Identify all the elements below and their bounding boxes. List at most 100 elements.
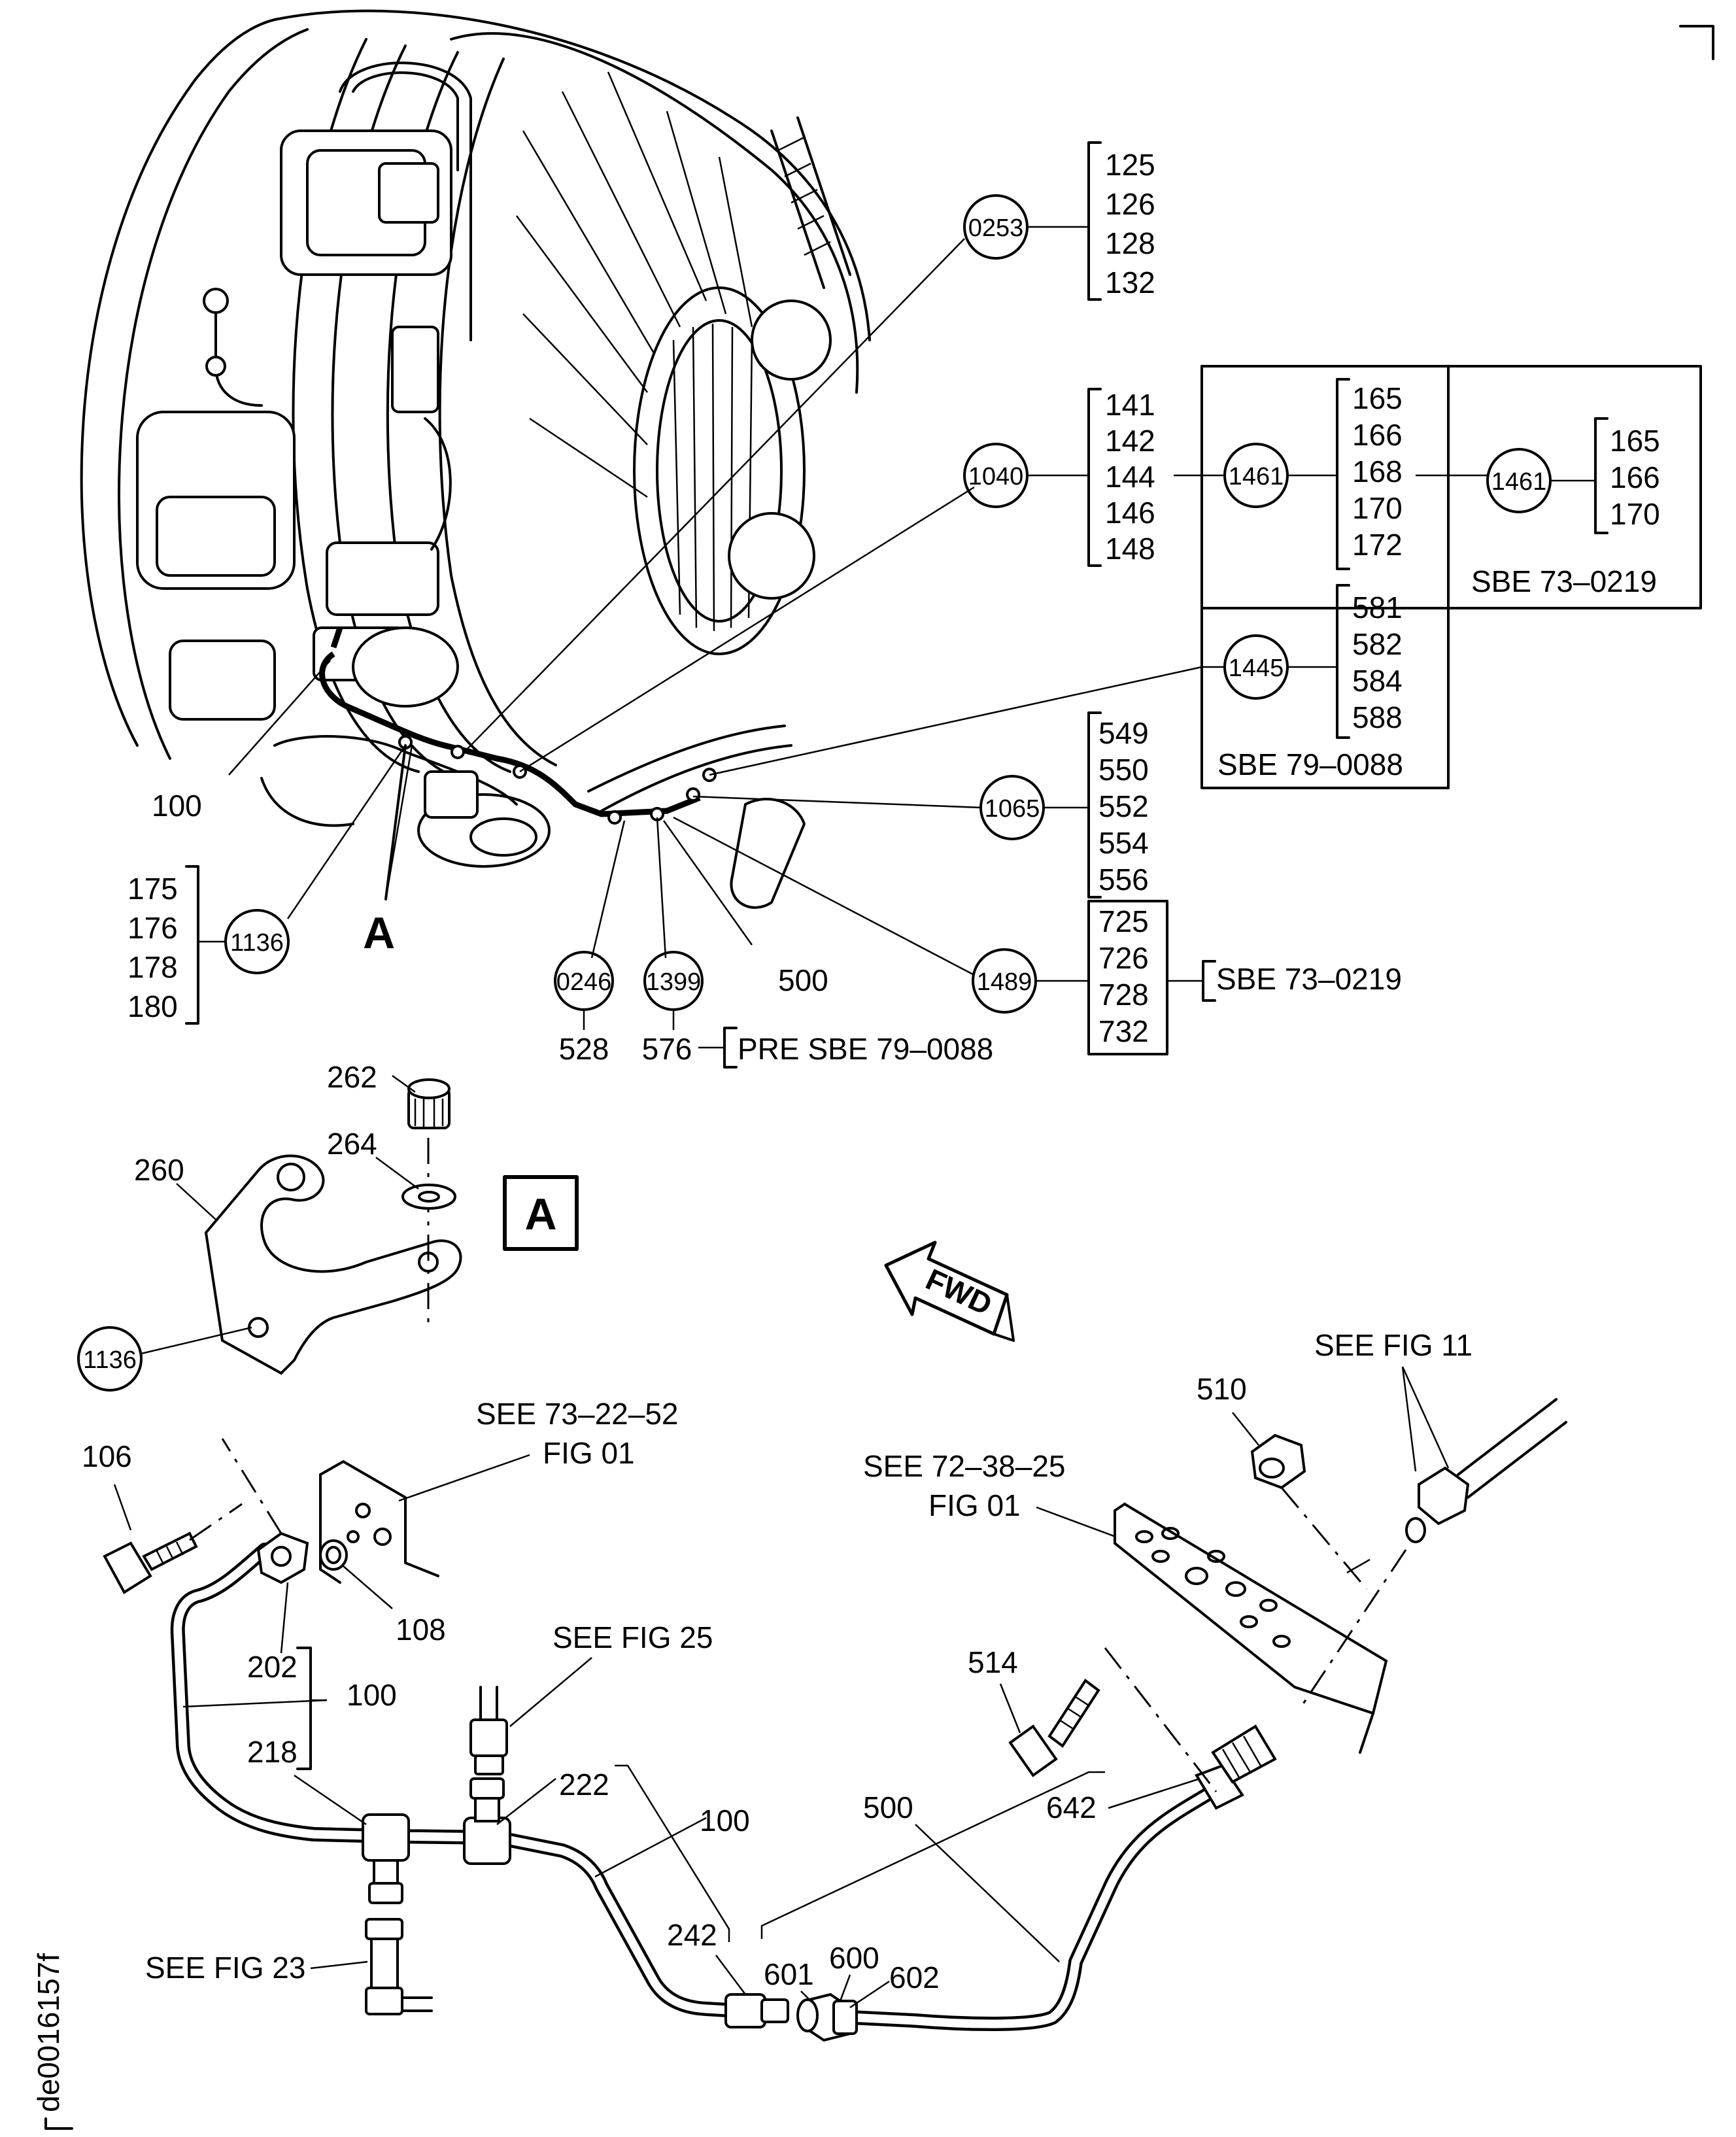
item-number: 148 [1105,532,1155,566]
part-label: 510 [1197,1372,1247,1406]
item-number: 146 [1105,496,1155,530]
item-number: 125 [1105,148,1155,182]
part-label: 100 [152,789,202,823]
callout-text: 1136 [230,929,284,957]
item-number: 588 [1352,700,1403,734]
item-number: 728 [1098,978,1149,1012]
callout-0246: 0246 528 [554,951,614,1066]
note-see-fig-23: SEE FIG 23 [145,1918,433,2015]
note-text: SEE FIG 11 [1314,1328,1472,1362]
item-number: 549 [1098,716,1149,750]
callout-1040: 1040 141 142 144 146 148 [963,388,1225,567]
note-see-fig-11: SEE FIG 11 [1300,1328,1567,1707]
corner-mark [1679,25,1714,60]
part-label: 106 [82,1439,132,1473]
item-number: 126 [1105,187,1155,221]
item-number: 170 [1352,491,1403,525]
tube-500-right [796,1724,1277,2042]
part-label: 514 [968,1645,1018,1679]
callout-text: 0246 [556,968,612,996]
part-label: 242 [667,1918,717,1952]
callout-text: 1461 [1229,463,1284,490]
part-label: 500 [863,1790,913,1824]
callout-1136-upper: 175 176 178 180 1136 [128,865,290,1025]
item-number: 144 [1105,460,1155,494]
washer-264: 264 [327,1127,456,1210]
item-number: 165 [1352,381,1403,415]
part-label: 264 [327,1127,377,1161]
item-number: 554 [1098,826,1149,860]
sbe-79-0088-box: SBE 79–0088 [1200,365,1450,789]
part-label: 100 [347,1678,397,1712]
item-number: 172 [1352,528,1403,562]
item-number: 726 [1098,941,1149,975]
tube-100-left [170,1438,789,2028]
callout-text: 1136 [83,1346,137,1374]
item-number: 132 [1105,265,1155,299]
fwd-arrow: FWD [884,1240,1015,1342]
sbe-73-0219-box: SBE 73–0219 [1200,365,1702,609]
view-a-tag: A [503,1175,579,1251]
seal-108: 108 [319,1539,446,1647]
callout-1461-a: 1461 165 166 168 170 172 [1223,378,1488,570]
item-number: 581 [1352,590,1403,624]
part-label: 600 [829,1941,879,1975]
note-see-73-22-52: SEE 73–22–52 FIG 01 [398,1397,679,1502]
item-number: 170 [1610,497,1660,531]
note-text: SEE 73–22–52 [476,1397,679,1431]
item-number: 732 [1098,1014,1149,1048]
mounting-flange-plate [319,1460,439,1584]
item-number: 556 [1098,863,1149,897]
drawing-id: de0016157f [31,1953,73,2130]
part-label: 108 [396,1613,446,1647]
callout-1065: 1065 549 550 552 554 556 [979,711,1149,898]
note-see-72-38-25: SEE 72–38–25 FIG 01 [863,1449,1151,1551]
part-label: 500 [778,963,828,997]
item-number: 175 [128,872,178,906]
bolt-514: 514 [968,1645,1217,1792]
box-label: SBE 73–0219 [1471,564,1657,598]
callout-text: 1399 [646,968,702,996]
item-number: 165 [1610,424,1660,458]
tube-500-right-labels: 601 600 602 500 642 [760,1771,1200,2009]
item-number: 176 [128,911,178,945]
note-text: SEE FIG 25 [553,1620,713,1654]
callout-text: 1489 [977,968,1032,996]
callout-1399: 1399 576 PRE SBE 79–0088 [642,951,993,1068]
part-label: 218 [247,1735,298,1769]
view-letter: A [363,908,395,958]
part-label: 642 [1046,1790,1097,1824]
item-number: 166 [1352,418,1403,452]
item-number: 180 [128,989,178,1023]
callout-text: 1040 [968,463,1024,490]
part-label: 262 [327,1060,377,1094]
callout-text: 0253 [968,214,1024,242]
part-label: 222 [559,1768,609,1802]
callout-0253: 0253 125 126 128 132 [963,141,1155,301]
item-number: 168 [1352,454,1403,488]
note-text: SBE 73–0219 [1216,962,1402,996]
item-number: 584 [1352,664,1403,698]
item-number: 141 [1105,388,1155,422]
part-label: 260 [134,1153,184,1187]
mounting-plate-72-38-25 [1114,1502,1388,1754]
note-text: SEE FIG 23 [145,1951,305,1985]
callout-text: 1461 [1491,468,1547,496]
part-label: 601 [764,1957,814,1991]
callout-1445: 1445 581 582 584 588 [1202,584,1403,739]
box-label: SBE 79–0088 [1217,747,1403,781]
engine-illustration [80,9,871,909]
item-number: 725 [1098,904,1149,938]
item-number: 166 [1610,460,1660,494]
tube-100-left-labels: 202 100 218 222 100 242 [182,1582,750,1995]
upper-leader-lines [228,238,1202,976]
view-tag-letter: A [524,1189,556,1239]
note-text: FIG 01 [928,1488,1021,1522]
nut-510: 510 [1197,1372,1370,1590]
item-number: 178 [128,950,178,984]
bolt-106: 106 [82,1439,243,1594]
note-text: SEE 72–38–25 [863,1449,1066,1483]
bracket-260 [204,1138,462,1375]
item-number: 552 [1098,789,1149,823]
view-a-pointer: A [363,744,407,958]
